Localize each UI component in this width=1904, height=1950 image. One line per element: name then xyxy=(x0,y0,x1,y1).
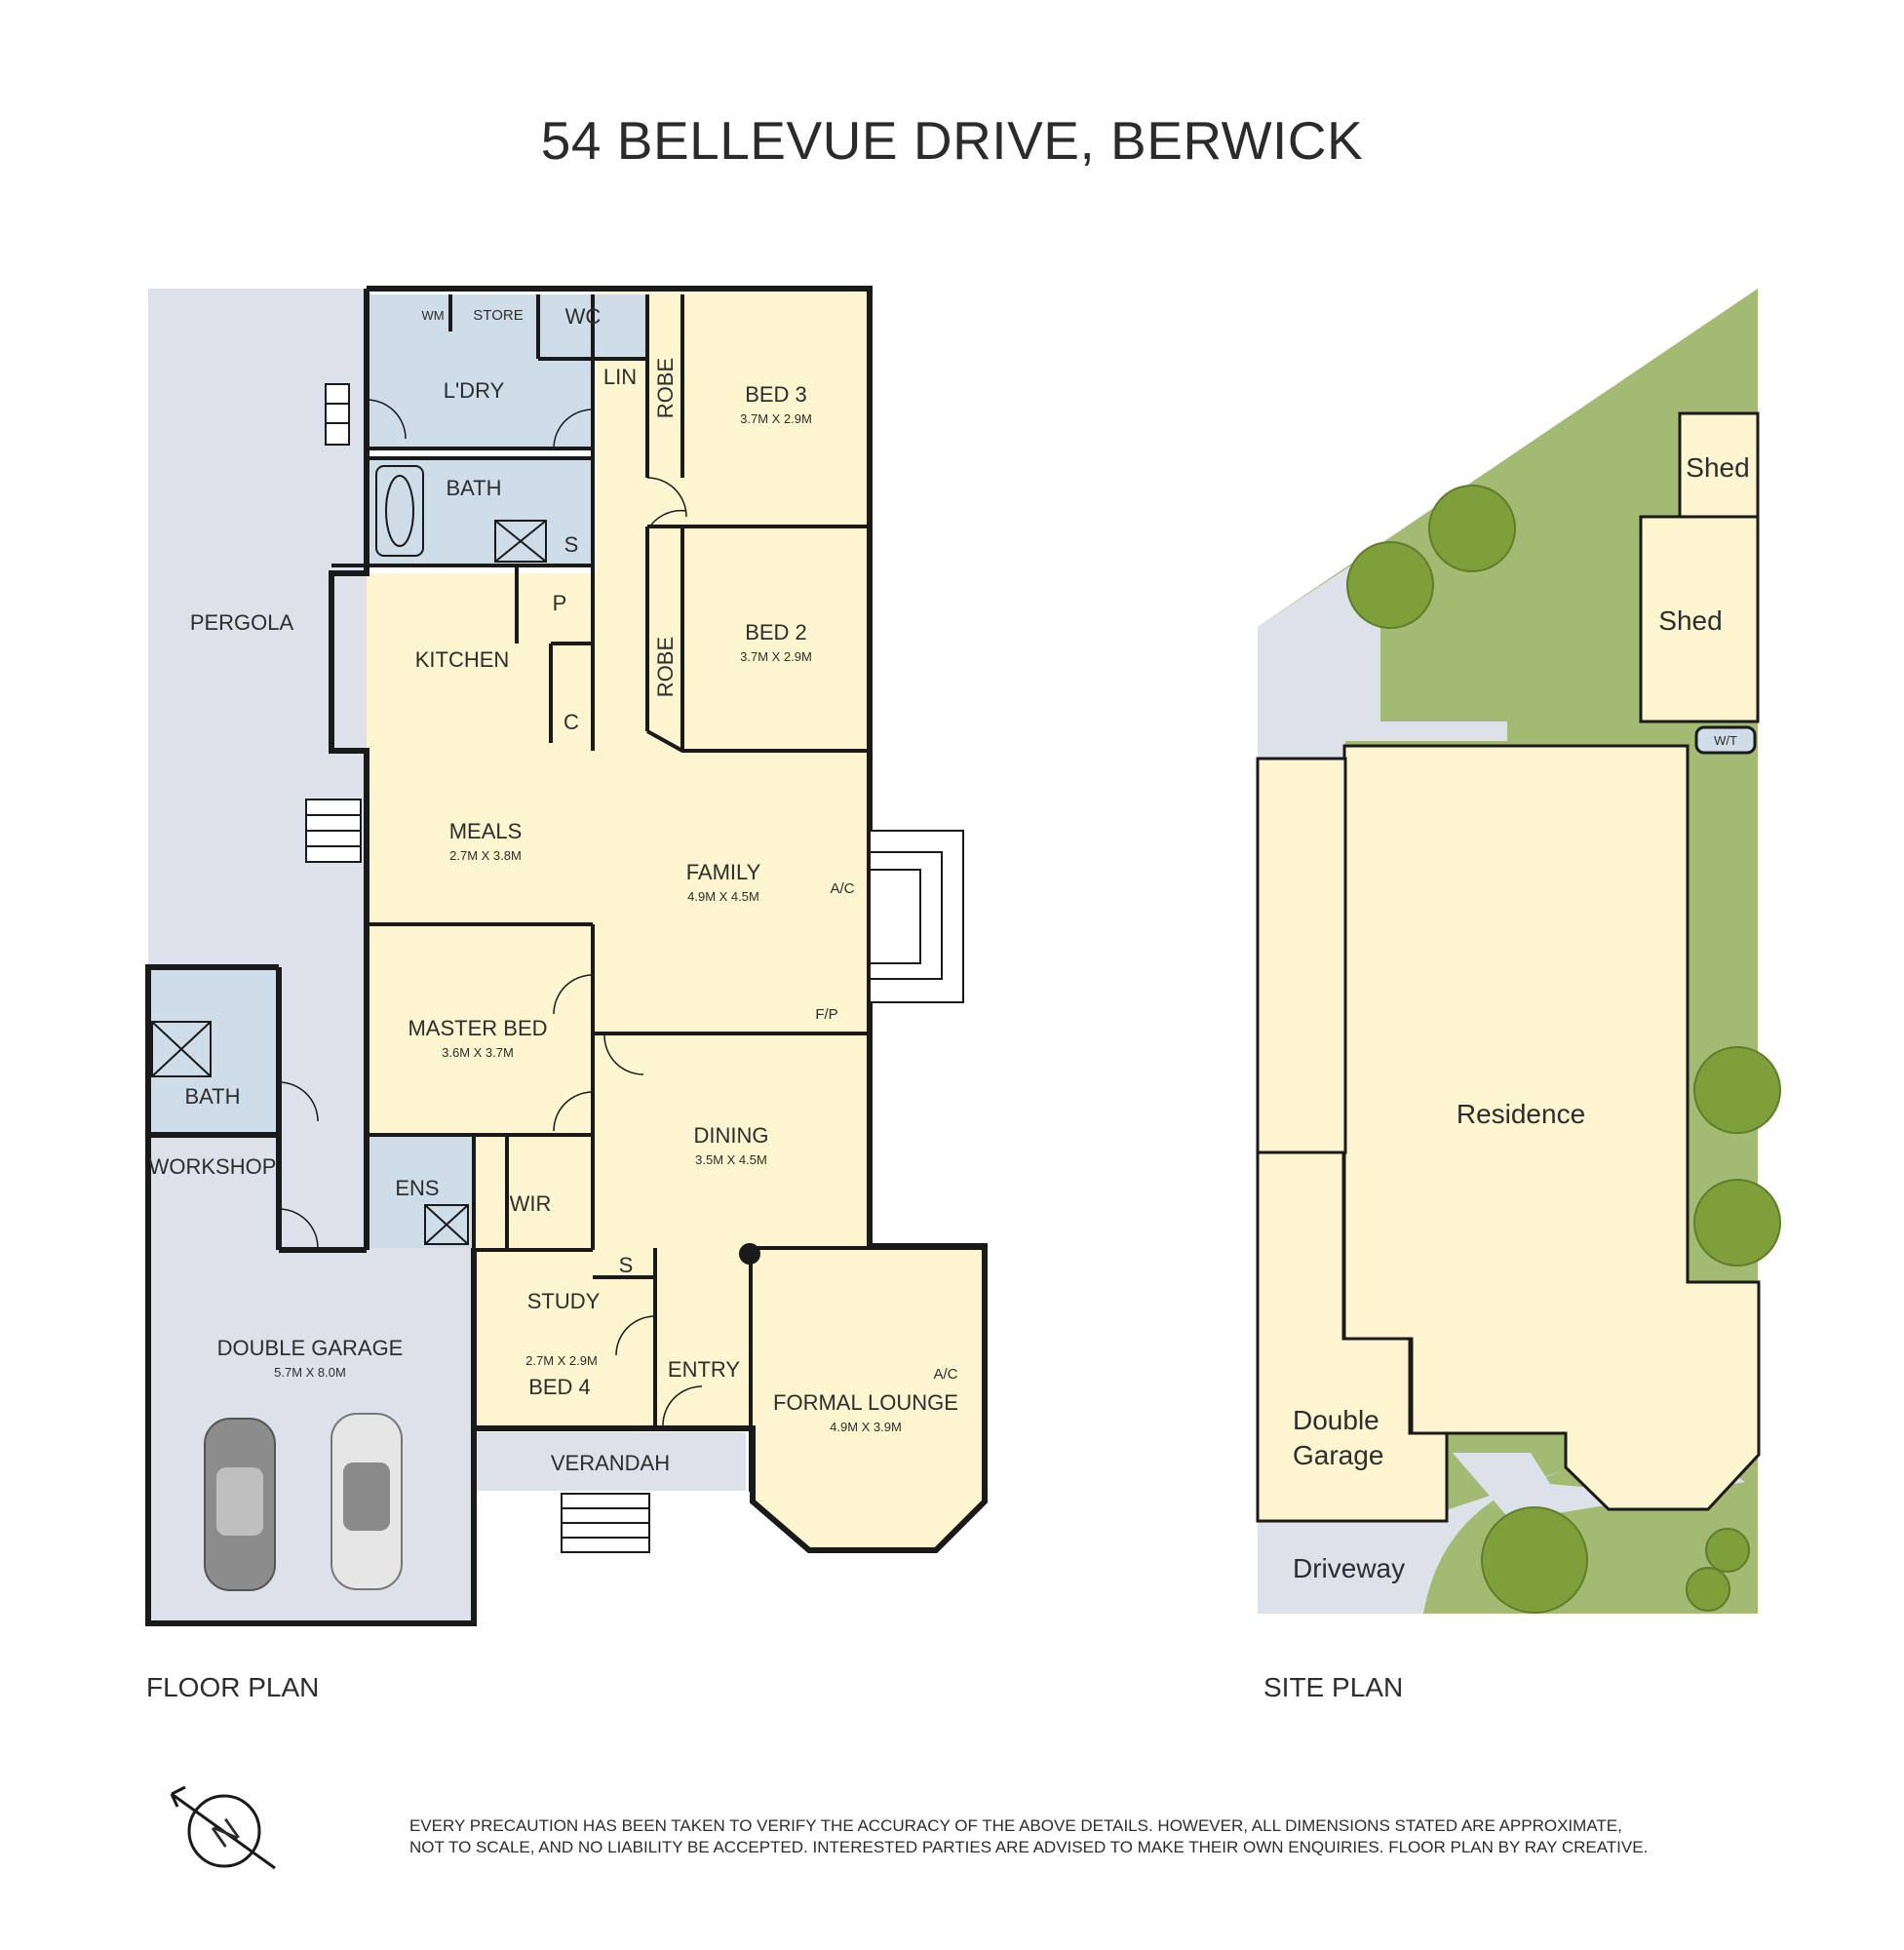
room-label-kitchen: KITCHEN xyxy=(415,647,510,672)
room-label-cupboard: C xyxy=(563,710,579,734)
room-label-bath-2: BATH xyxy=(184,1084,240,1109)
room-label-laundry: L'DRY xyxy=(444,378,505,403)
site-driveway-area xyxy=(1258,1521,1414,1614)
room-dim-dining: 3.5M X 4.5M xyxy=(695,1152,767,1167)
room-dim-meals: 2.7M X 3.8M xyxy=(449,848,522,863)
site-label-driveway: Driveway xyxy=(1293,1553,1405,1583)
bath2-zone xyxy=(148,967,277,1135)
page-title: 54 BELLEVUE DRIVE, BERWICK xyxy=(540,110,1364,171)
room-label-wm: WM xyxy=(421,308,444,323)
room-label-lounge: FORMAL LOUNGE xyxy=(773,1390,958,1415)
column-icon xyxy=(739,1243,760,1265)
room-label-pantry: P xyxy=(553,591,567,615)
site-label-garage-2: Garage xyxy=(1293,1440,1383,1470)
tree-icon xyxy=(1705,1528,1750,1573)
room-label-wc: WC xyxy=(565,304,602,329)
site-garage xyxy=(1256,1150,1449,1523)
tree-icon xyxy=(1693,1179,1781,1267)
site-label-shed-small: Shed xyxy=(1686,452,1749,483)
room-dim-lounge: 4.9M X 3.9M xyxy=(830,1420,902,1434)
room-label-bath: BATH xyxy=(446,476,501,500)
site-shed-small xyxy=(1678,411,1760,519)
room-dim-bed3: 3.7M X 2.9M xyxy=(740,411,812,426)
room-label-master: MASTER BED xyxy=(408,1016,547,1040)
floor-plan-caption: FLOOR PLAN xyxy=(146,1672,320,1702)
garage-area xyxy=(148,1248,474,1623)
site-driveway-curve xyxy=(1414,1472,1560,1614)
room-label-bed4: BED 4 xyxy=(528,1375,591,1399)
site-label-residence: Residence xyxy=(1457,1099,1585,1129)
site-label-water-tank: W/T xyxy=(1714,733,1737,748)
room-label-pergola: PERGOLA xyxy=(190,610,294,635)
compass-letter: N xyxy=(206,1812,247,1855)
room-dim-family: 4.9M X 4.5M xyxy=(687,889,759,904)
room-label-ac-1: A/C xyxy=(830,880,854,897)
disclaimer-line-1: EVERY PRECAUTION HAS BEEN TAKEN TO VERIF… xyxy=(409,1816,1622,1835)
site-plan: Shed Shed W/T Residence Double Garage Dr… xyxy=(1256,289,1781,1614)
site-residence xyxy=(1342,744,1761,1511)
bath-zone xyxy=(367,458,593,566)
shower-icon xyxy=(151,1021,212,1077)
room-label-lin: LIN xyxy=(603,365,637,389)
room-dim-garage: 5.7M X 8.0M xyxy=(274,1365,346,1380)
car-icon xyxy=(204,1418,276,1591)
site-label-garage-1: Double xyxy=(1293,1405,1379,1435)
floor-plan: PERGOLA L'DRY STORE WM WC LIN BATH S ROB… xyxy=(145,286,988,1626)
room-label-wir: WIR xyxy=(510,1191,552,1216)
room-label-study: STUDY xyxy=(527,1289,601,1313)
room-label-bed3: BED 3 xyxy=(745,382,807,407)
room-label-dining: DINING xyxy=(694,1123,769,1148)
site-plan-caption: SITE PLAN xyxy=(1263,1672,1404,1702)
site-label-shed-large: Shed xyxy=(1658,605,1722,636)
fireplace-icon xyxy=(869,830,964,1003)
bathtub-icon xyxy=(375,465,424,557)
room-dim-bed2: 3.7M X 2.9M xyxy=(740,649,812,664)
tree-icon xyxy=(1346,541,1434,629)
site-shed-large xyxy=(1639,515,1760,723)
north-compass-icon: N xyxy=(170,1785,276,1870)
room-dim-master: 3.6M X 3.7M xyxy=(442,1045,514,1060)
room-label-family: FAMILY xyxy=(686,860,761,884)
room-label-garage: DOUBLE GARAGE xyxy=(217,1336,404,1360)
site-water-tank xyxy=(1694,725,1757,755)
room-label-entry: ENTRY xyxy=(668,1357,740,1382)
verandah-area xyxy=(475,1432,746,1491)
room-label-robe-1: ROBE xyxy=(653,358,678,418)
room-label-bed2: BED 2 xyxy=(745,620,807,644)
shower-icon xyxy=(494,520,547,563)
garage-wall xyxy=(145,964,477,1626)
room-label-store: STORE xyxy=(473,307,523,324)
site-side-wing xyxy=(1256,757,1347,1154)
room-label-robe-2: ROBE xyxy=(653,637,678,697)
room-label-workshop: WORKSHOP xyxy=(149,1154,277,1179)
west-wall xyxy=(329,289,369,1250)
room-label-storage-2: S xyxy=(619,1253,634,1277)
ens-zone xyxy=(367,1137,474,1248)
tree-icon xyxy=(1693,1046,1781,1134)
tree-icon xyxy=(1481,1506,1588,1614)
room-label-storage-1: S xyxy=(564,532,579,557)
room-label-ensuite: ENS xyxy=(395,1176,439,1200)
living-zone xyxy=(367,289,985,1550)
workshop-area xyxy=(148,1135,277,1250)
tree-icon xyxy=(1686,1567,1730,1612)
room-label-fireplace: F/P xyxy=(815,1006,837,1023)
room-label-ac-2: A/C xyxy=(933,1366,957,1383)
disclaimer: EVERY PRECAUTION HAS BEEN TAKEN TO VERIF… xyxy=(409,1815,1677,1858)
car-icon xyxy=(330,1413,403,1590)
laundry-steps xyxy=(325,383,350,446)
shower-icon xyxy=(424,1204,469,1245)
disclaimer-line-2: NOT TO SCALE, AND NO LIABILITY BE ACCEPT… xyxy=(409,1838,1649,1856)
room-label-verandah: VERANDAH xyxy=(551,1451,670,1475)
tree-icon xyxy=(1428,485,1516,572)
room-dim-study: 2.7M X 2.9M xyxy=(525,1353,598,1368)
site-path-front xyxy=(1453,1453,1745,1521)
room-label-meals: MEALS xyxy=(449,819,523,843)
